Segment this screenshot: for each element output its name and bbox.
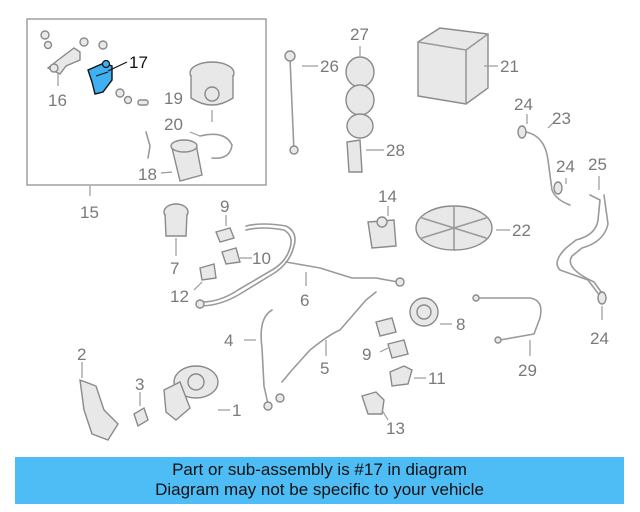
callout-24-top: 24 <box>514 95 533 114</box>
callout-26: 26 <box>320 57 339 76</box>
part-17-highlighted <box>87 59 113 95</box>
part-19-valve <box>189 61 235 106</box>
subassembly-15-frame <box>26 18 267 186</box>
banner-line-1: Part or sub-assembly is #17 in diagram <box>172 460 467 479</box>
callout-18: 18 <box>138 165 157 184</box>
part-20-hose <box>199 133 233 160</box>
part-11-bracket <box>389 365 413 387</box>
part-29-cable <box>472 294 542 344</box>
part-10-gasket <box>221 247 241 265</box>
callout-29: 29 <box>518 361 537 380</box>
callout-15: 15 <box>80 203 99 222</box>
callout-22: 22 <box>512 221 531 240</box>
callout-23: 23 <box>552 109 571 128</box>
part-7-valve <box>163 203 189 237</box>
callout-14: 14 <box>378 187 397 206</box>
info-banner: Part or sub-assembly is #17 in diagram D… <box>15 457 624 504</box>
part-1-pump <box>163 365 219 421</box>
parts-diagram: 1 2 3 4 5 6 7 8 9 9 10 11 12 13 14 15 16… <box>26 18 609 441</box>
part-28-bracket <box>346 139 363 173</box>
banner-line-2: Diagram may not be specific to your vehi… <box>155 480 484 499</box>
part-3-sensor <box>133 392 149 428</box>
part-26-rod <box>284 50 299 155</box>
callout-8: 8 <box>456 315 465 334</box>
part-27-stack <box>345 56 375 139</box>
callout-9-upper: 9 <box>220 197 229 216</box>
callout-16: 16 <box>48 91 67 110</box>
callout-13: 13 <box>386 419 405 438</box>
part-22-disc <box>415 205 493 251</box>
callout-28: 28 <box>386 141 405 160</box>
part-23-25-tube <box>517 125 609 305</box>
callout-27: 27 <box>350 25 369 44</box>
part-14-sensor <box>367 216 397 249</box>
callout-9-lower: 9 <box>362 345 371 364</box>
callout-10: 10 <box>252 249 271 268</box>
part-6-pipe <box>195 223 405 309</box>
callout-24-middle: 24 <box>556 157 575 176</box>
callout-6: 6 <box>300 291 309 310</box>
part-13-bracket <box>361 391 385 415</box>
callout-5: 5 <box>320 359 329 378</box>
callout-20: 20 <box>164 115 183 134</box>
callout-24-bottom: 24 <box>590 329 609 348</box>
inset-hardware <box>40 30 149 106</box>
callout-19: 19 <box>164 89 183 108</box>
part-12-fitting <box>199 263 217 281</box>
callout-3: 3 <box>135 375 144 394</box>
callout-4: 4 <box>224 331 233 350</box>
part-4-pipe <box>260 291 377 411</box>
callout-17: 17 <box>129 53 148 72</box>
callout-1: 1 <box>232 401 241 420</box>
callout-21: 21 <box>500 57 519 76</box>
callout-12: 12 <box>170 287 189 306</box>
part-8-valve <box>409 297 439 327</box>
callout-11: 11 <box>428 369 446 388</box>
callout-2: 2 <box>77 345 86 364</box>
callout-7: 7 <box>170 259 179 278</box>
part-9-gasket <box>215 227 235 243</box>
part-9-lower-gasket <box>375 317 397 337</box>
part-2-shield <box>79 378 119 441</box>
part-18-filter <box>170 139 203 182</box>
part-21-box <box>417 27 489 105</box>
callout-25: 25 <box>588 155 607 174</box>
